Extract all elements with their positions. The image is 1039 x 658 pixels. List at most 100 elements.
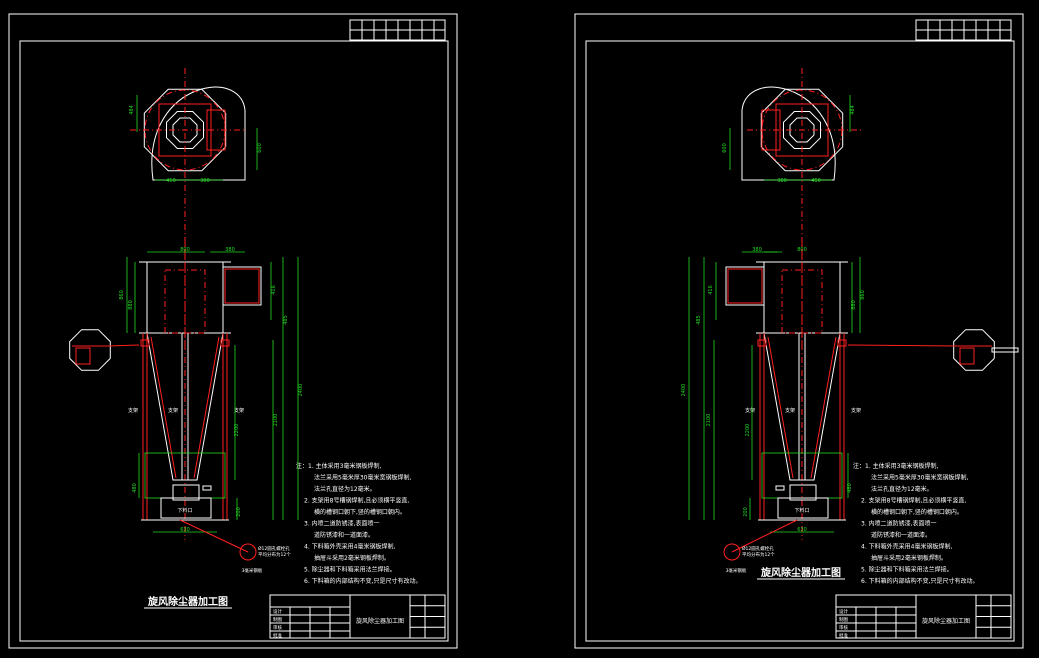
outer-octagon (760, 88, 844, 172)
dim-top-c: 450 (811, 178, 821, 184)
sheet-outer-frame (574, 13, 1024, 649)
dim-top-d: 380 (777, 178, 787, 184)
detail-leader-2 (179, 519, 249, 553)
label-support-mid: 支架 (785, 407, 795, 414)
bracket-l (757, 339, 767, 347)
cone-red-r (193, 336, 220, 479)
note-line-7: 道防锈漆和一道面漆。 (314, 531, 374, 539)
sheet-inner-frame (585, 40, 1015, 642)
bracket-r (220, 339, 230, 347)
note-line-1: 注：1. 主体采用3毫米钢板焊制, (853, 462, 938, 470)
label-flange-1: Ø12圆孔螺栓孔 (742, 545, 774, 552)
label-support-left: 支架 (128, 407, 138, 414)
label-weld: 3毫米钢板 (726, 567, 747, 574)
drawing-sheet-2: 484600450380800380支架支架支架下料口6308608804164… (574, 13, 1024, 649)
dim-skirt: 480 (847, 483, 853, 493)
detail-leader-2 (731, 519, 798, 553)
bracket-l (140, 339, 150, 347)
inlet-box (725, 266, 765, 306)
label-outlet: 下料口 (177, 507, 192, 514)
dim-h5: 2400 (298, 384, 304, 397)
label-weld: 3毫米钢板 (242, 567, 263, 574)
note-line-3: 法兰孔直径为12毫米。 (871, 485, 933, 493)
label-outlet: 下料口 (794, 507, 809, 514)
dim-top-b: 600 (722, 143, 728, 153)
drawing-title: 旋风除尘器加工图 (147, 595, 228, 608)
outlet-lower (777, 497, 829, 519)
dim-base: 200 (236, 507, 242, 517)
tb-row-label: 制图 (839, 616, 848, 623)
tb-row-label: 审核 (273, 624, 282, 631)
bracket-r (837, 339, 847, 347)
dim-h6: 2100 (273, 414, 279, 427)
note-line-9: 抽屉斗采用2毫米钢板焊制。 (314, 554, 390, 562)
dim-body-right: 380 (752, 247, 762, 253)
dim-top-c: 450 (166, 178, 176, 184)
dim-h5: 2400 (681, 384, 687, 397)
top-view: 484 600 450 380 (722, 68, 862, 350)
note-line-7: 道防锈漆和一道面漆。 (871, 531, 931, 539)
note-line-4: 2. 支架用8号槽钢焊制,且必须横平竖直, (861, 497, 966, 505)
dim-h3: 416 (708, 285, 714, 295)
front-view: 800380支架支架支架下料口6308608804164852400210022… (681, 240, 1019, 574)
dim-h1: 860 (119, 290, 125, 300)
dim-h2: 880 (851, 300, 857, 310)
cone-red-l (150, 336, 177, 479)
detail-red-box (959, 347, 975, 365)
dim-h4: 485 (696, 315, 702, 325)
notes-block: 注：1. 主体采用3毫米钢板焊制,法兰采用5毫米厚30毫米宽钢板焊制,法兰孔直径… (296, 462, 422, 585)
detail-leader (847, 344, 957, 347)
inner-octagon (783, 111, 821, 149)
core-octagon (789, 117, 815, 143)
dim-h7: 2200 (745, 424, 751, 437)
dim-body-right: 380 (225, 247, 235, 253)
sheet-outer-frame (8, 13, 458, 649)
bolt-circle-detail (723, 543, 741, 561)
dim-h3: 416 (271, 285, 277, 295)
volute-outline (741, 86, 836, 181)
dim-h7: 2200 (234, 424, 240, 437)
core-octagon (172, 117, 198, 143)
label-support-left: 支架 (745, 407, 755, 414)
label-flange-1: Ø12圆孔螺栓孔 (258, 545, 290, 552)
cone-red-r (810, 336, 837, 479)
detail-leader (107, 344, 140, 347)
cone-outline (763, 332, 841, 481)
note-line-2: 法兰采用5毫米厚30毫米宽钢板焊制, (314, 474, 411, 482)
tb-row-label: 批准 (273, 632, 282, 639)
tb-row-label: 批准 (839, 632, 848, 639)
note-line-3: 法兰孔直径为12毫米。 (314, 485, 376, 493)
note-line-11: 6. 下料箱的内部结构不变,只是尺寸有改动。 (304, 577, 422, 585)
dim-h1: 860 (860, 290, 866, 300)
tb-row-label: 制图 (273, 616, 282, 623)
note-line-6: 3. 内喷二道防锈漆,表面喷一 (861, 520, 937, 528)
note-line-8: 4. 下料箱外壳采用4毫米钢板焊制, (861, 543, 952, 551)
cone-red-l (767, 336, 794, 479)
dim-h4: 485 (283, 315, 289, 325)
dim-bottom: 630 (797, 527, 807, 533)
dim-top-a: 484 (850, 105, 856, 115)
outlet-handle (202, 485, 212, 491)
note-line-9: 抽屉斗采用2毫米钢板焊制。 (871, 554, 947, 562)
note-line-8: 4. 下料箱外壳采用4毫米钢板焊制, (304, 543, 395, 551)
note-line-5: 横的槽钢口朝下,竖的槽钢口朝内。 (871, 508, 963, 516)
inlet-box-red (727, 268, 763, 304)
note-line-2: 法兰采用5毫米厚30毫米宽钢板焊制, (871, 474, 968, 482)
dim-h6: 2100 (706, 414, 712, 427)
cone-outline (146, 332, 224, 481)
outlet-handle (775, 485, 785, 491)
dim-top-b: 600 (257, 143, 263, 153)
volute-outline (151, 86, 246, 181)
detail-bar (991, 347, 1019, 353)
note-line-11: 6. 下料箱的内部结构不变,只是尺寸有改动。 (861, 577, 979, 585)
outlet-box (789, 484, 817, 501)
inner-octagon (166, 111, 204, 149)
note-line-10: 5. 除尘器和下料箱采用法兰焊接。 (861, 566, 953, 574)
inlet-box (222, 266, 262, 306)
outlet-box (172, 484, 200, 501)
tb-row-label: 设计 (273, 608, 282, 615)
